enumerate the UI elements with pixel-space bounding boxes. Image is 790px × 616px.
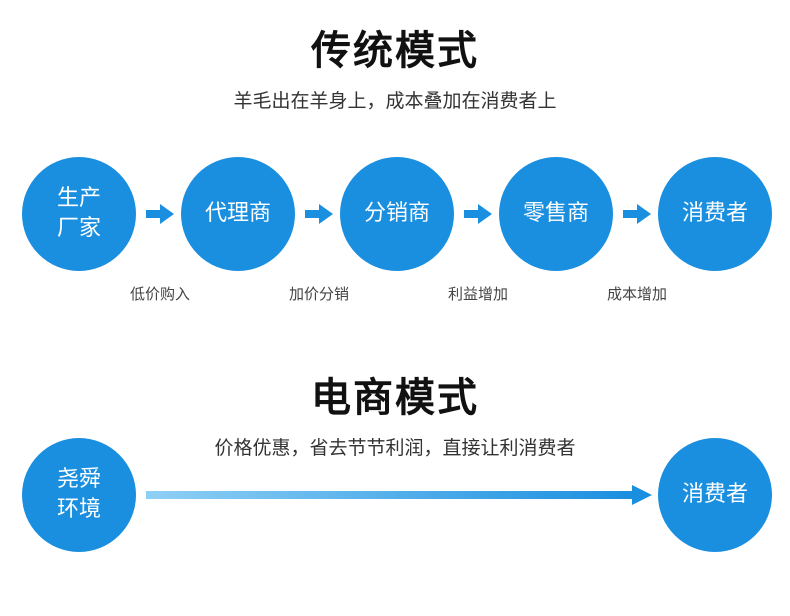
- arrow-right-icon: [464, 204, 492, 224]
- arrow-right-icon: [623, 204, 651, 224]
- traditional-subtitle: 羊毛出在羊身上，成本叠加在消费者上: [233, 90, 557, 112]
- node-retailer: 零售商: [499, 157, 613, 271]
- node-manufacturer-line2: 厂家: [56, 216, 101, 241]
- node-consumer: 消费者: [658, 157, 772, 271]
- node-distributor: 分销商: [340, 157, 454, 271]
- traditional-title: 传统模式: [311, 28, 479, 74]
- caption-cost-increase: 成本增加: [606, 285, 667, 303]
- node-agent: 代理商: [181, 157, 295, 271]
- node-source: 尧舜环境: [22, 438, 136, 552]
- ecommerce-title: 电商模式: [311, 375, 479, 421]
- caption-markup-distribute: 加价分销: [288, 285, 349, 303]
- node-agent-label: 代理商: [204, 201, 271, 226]
- caption-low-price-buy: 低价购入: [129, 285, 190, 303]
- node-consumer-direct: 消费者: [658, 438, 772, 552]
- node-manufacturer-line1: 生产: [56, 186, 101, 211]
- node-source-line1: 尧舜: [56, 467, 101, 492]
- ecommerce-subtitle: 价格优惠，省去节节利润，直接让利消费者: [214, 437, 576, 459]
- node-distributor-label: 分销商: [363, 201, 430, 226]
- arrow-right-icon: [146, 204, 174, 224]
- node-manufacturer: 生产厂家: [22, 157, 136, 271]
- long-arrow-icon: [146, 485, 652, 505]
- node-source-line2: 环境: [56, 497, 101, 522]
- node-retailer-label: 零售商: [522, 201, 589, 226]
- node-consumer-label: 消费者: [681, 201, 748, 226]
- caption-profit-increase: 利益增加: [447, 285, 508, 303]
- arrow-right-icon: [305, 204, 333, 224]
- node-consumer-direct-label: 消费者: [681, 482, 748, 507]
